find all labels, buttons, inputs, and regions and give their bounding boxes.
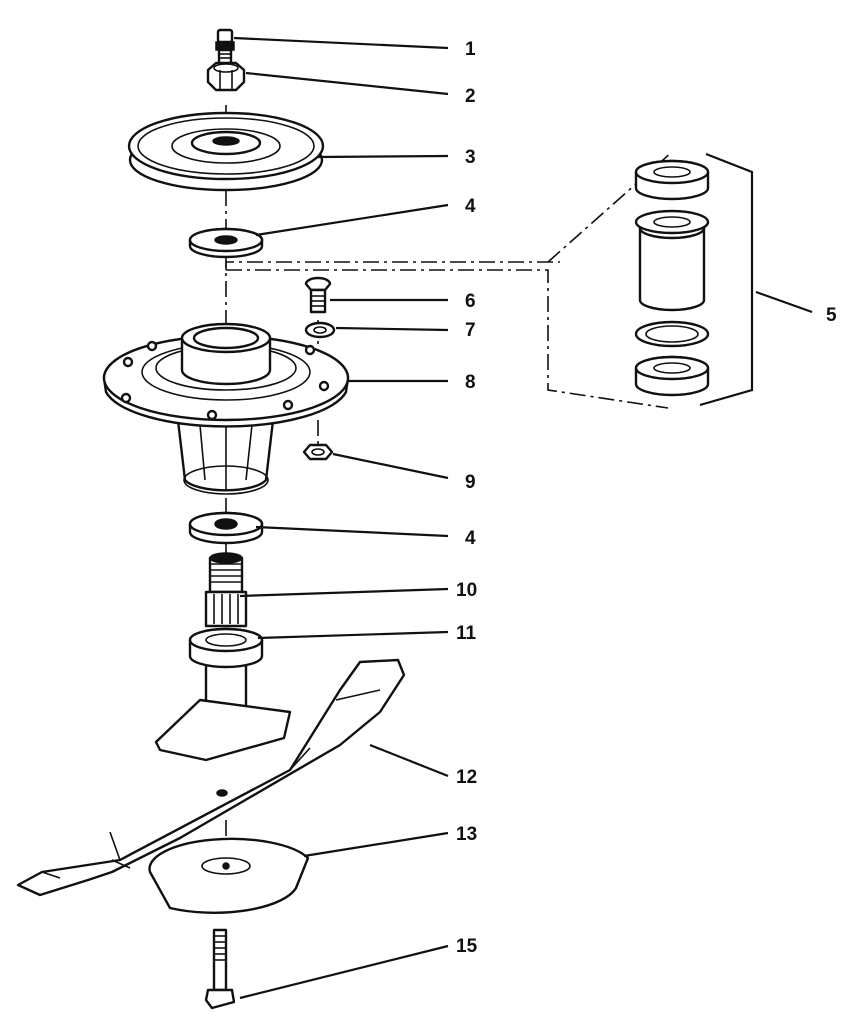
- callout-leader-lines: [233, 36, 813, 1000]
- mower-blade-part: [16, 658, 406, 897]
- callout-7: 7: [465, 320, 476, 341]
- callout-11: 11: [456, 623, 477, 644]
- callout-1: 1: [465, 39, 476, 60]
- pulley-part: [127, 111, 325, 192]
- spacer-lower-part: [188, 511, 264, 545]
- blade-cup-part: [148, 837, 310, 914]
- bearing-kit-inset: [634, 159, 710, 397]
- callout-9: 9: [465, 472, 476, 493]
- callout-5: 5: [826, 305, 837, 326]
- flange-nut-part: [302, 443, 334, 461]
- callout-4-lower: 4: [465, 528, 476, 549]
- callout-8: 8: [465, 372, 476, 393]
- callout-10: 10: [456, 580, 477, 601]
- blade-bolt-part: [204, 928, 236, 1010]
- lock-washer-part: [304, 321, 336, 339]
- callout-12: 12: [456, 767, 477, 788]
- callout-6: 6: [465, 291, 476, 312]
- grease-fitting-part: [215, 28, 235, 66]
- spacer-upper-part: [188, 227, 264, 259]
- spindle-housing-part: [102, 322, 350, 495]
- callout-4-upper: 4: [465, 196, 476, 217]
- bearing-kit-bracket: [699, 152, 754, 407]
- carriage-screw-part: [304, 276, 332, 314]
- callout-15: 15: [456, 936, 478, 957]
- bearing-part: [188, 627, 264, 669]
- callout-2: 2: [465, 86, 476, 107]
- callout-3: 3: [465, 147, 476, 168]
- callout-13: 13: [456, 824, 477, 845]
- hex-nut-part: [206, 61, 246, 92]
